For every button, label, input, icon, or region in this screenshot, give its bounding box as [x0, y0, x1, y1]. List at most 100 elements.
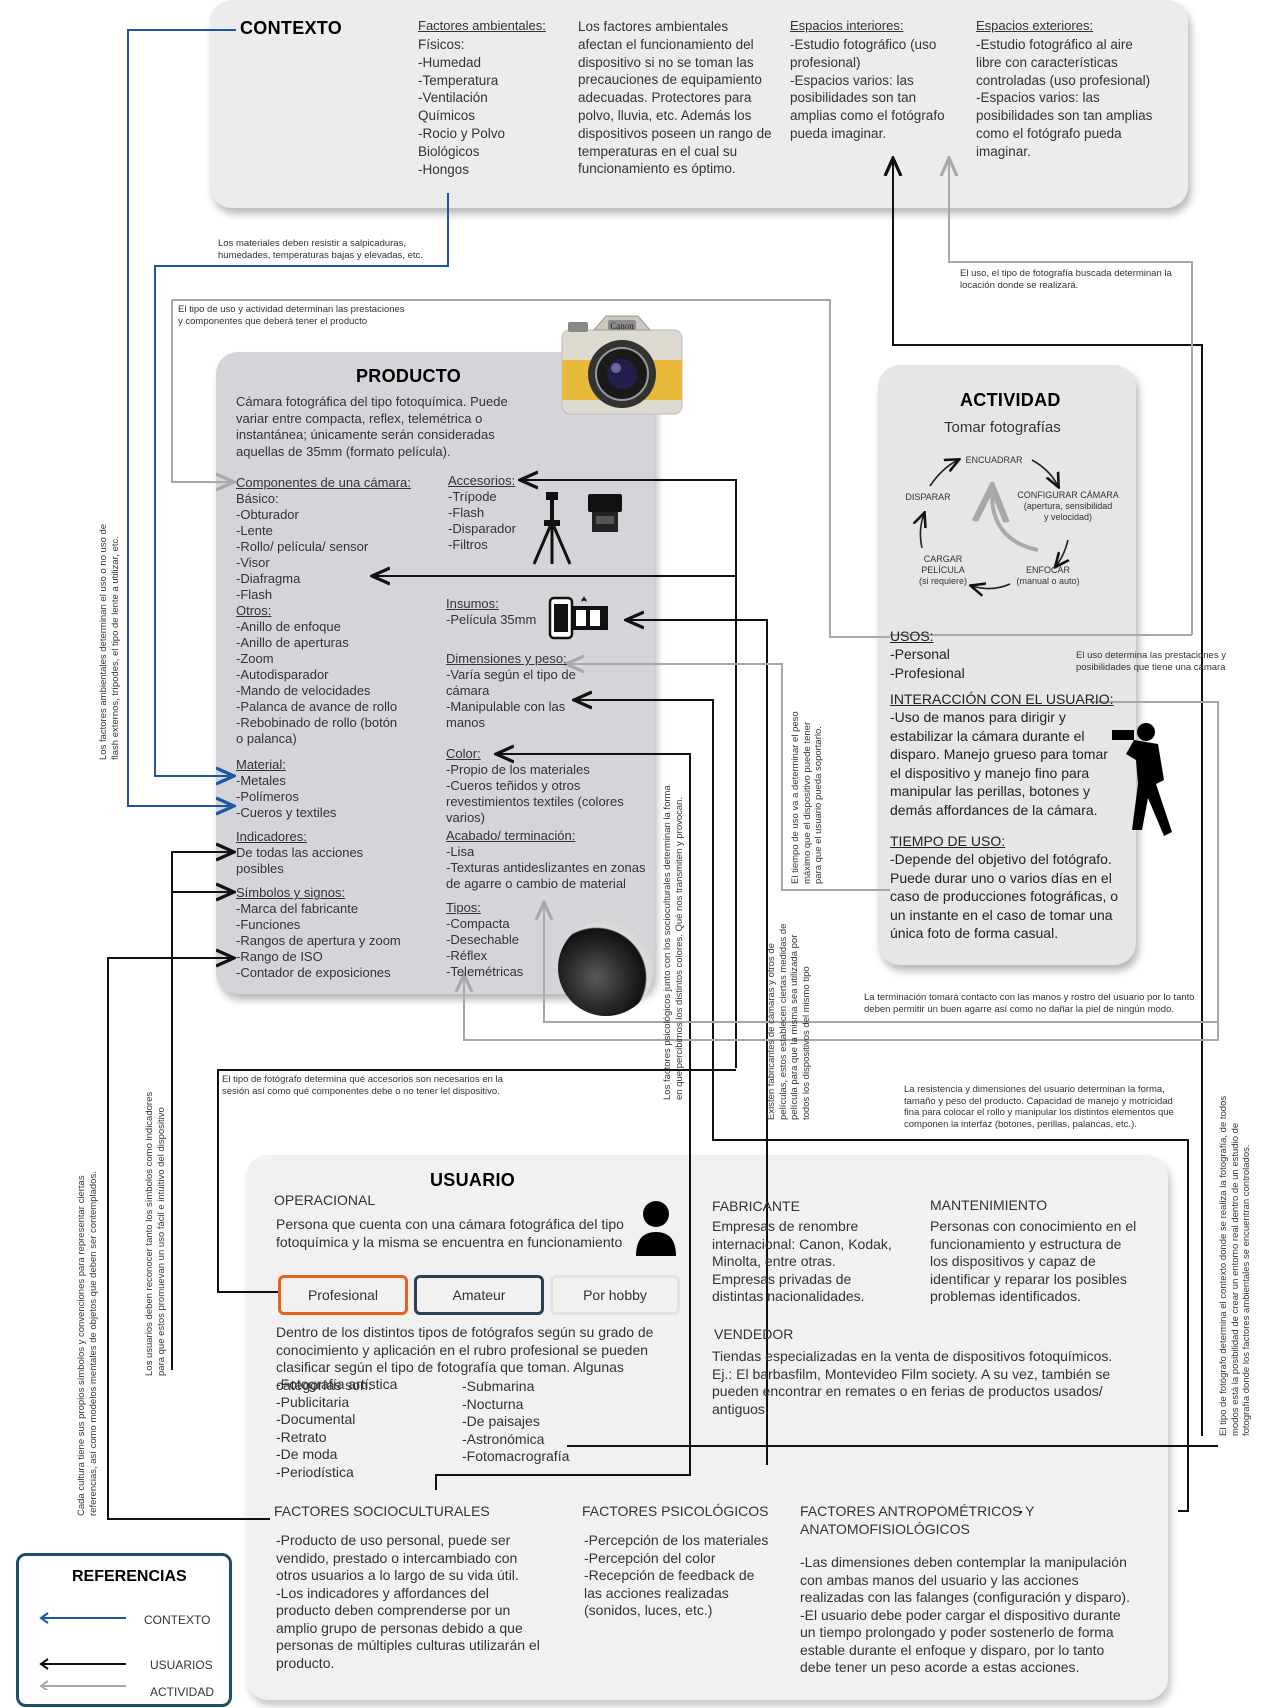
material-heading: Material:: [236, 757, 286, 772]
fabricante-heading: FABRICANTE: [712, 1198, 800, 1214]
annotation-usuarios-deben-vert: Los usuarios deben reconocer tanto los s…: [144, 1091, 167, 1376]
black-line-exteriores: [893, 160, 1203, 1436]
annotation-tiempo-vert: El tiempo de uso va a determinar el peso…: [790, 711, 824, 884]
indicadores-heading: Indicadores:: [236, 829, 307, 844]
mantenimiento-text: Personas con conocimiento en el funciona…: [930, 1218, 1137, 1304]
insumos-heading: Insumos:: [446, 596, 499, 611]
annotation-resistencia: La resistencia y dimensiones del usuario…: [904, 1084, 1174, 1130]
annotation-tipo-uso: El tipo de uso y actividad determinan la…: [178, 304, 405, 327]
black-line-socio-indicadores: [435, 1474, 690, 1490]
tiempo-text: -Depende del objetivo del fotógrafo. Pue…: [890, 851, 1119, 941]
contexto-panel: [210, 0, 1188, 208]
interiores-text: -Estudio fotográfico (uso profesional) -…: [790, 37, 945, 141]
accesorios-heading: Accesorios:: [448, 473, 516, 488]
tiempo-heading: TIEMPO DE USO:: [890, 833, 1006, 849]
cycle-arrow-back: [992, 490, 1039, 552]
photographer-icon: [1112, 723, 1172, 836]
black-line-insumos: [628, 620, 768, 1465]
gray-line-interaccion: [464, 701, 1219, 1041]
annotation-psicologicos-vert: Los factores psicológicos junto con los …: [662, 785, 685, 1100]
psicologicos-heading: FACTORES PSICOLÓGICOS: [582, 1503, 769, 1519]
dimensiones-heading: Dimensiones y peso:: [446, 651, 567, 666]
camera-logo: Canon: [610, 321, 634, 331]
cycle-configurar: CONFIGURAR CÁMARA (apertura, sensibilida…: [1017, 490, 1119, 522]
operacional-heading: OPERACIONAL: [274, 1192, 376, 1208]
actividad-subtitle: Tomar fotografías: [944, 419, 1061, 436]
pill-amateur[interactable]: Amateur: [414, 1275, 544, 1315]
referencias-title: REFERENCIAS: [72, 1568, 187, 1585]
operacional-text: Persona que cuenta con una cámara fotogr…: [276, 1216, 624, 1250]
accesorios-list: -Trípode -Flash -Disparador -Filtros: [448, 489, 516, 552]
black-line-dimensiones: [576, 700, 1189, 1512]
cycle-arrow-2: [1056, 539, 1068, 566]
actividad-title: ACTIVIDAD: [960, 390, 1061, 410]
producto-intro: Cámara fotográfica del tipo fotoquímica.…: [236, 394, 508, 459]
referencia-actividad: ACTIVIDAD: [150, 1685, 215, 1699]
cycle-enfocar: ENFOCAR (manual o auto): [1016, 565, 1080, 586]
referencia-contexto: CONTEXTO: [144, 1613, 211, 1627]
mantenimiento-heading: MANTENIMIENTO: [930, 1197, 1048, 1213]
annotation-materiales: Los materiales deben resistir a salpicad…: [218, 238, 423, 261]
exteriores-heading: Espacios exteriores:: [976, 18, 1094, 33]
antropometricos-text: -Las dimensiones deben contemplar la man…: [800, 1554, 1130, 1675]
interaccion-text: -Uso de manos para dirigir y estabilizar…: [890, 709, 1108, 818]
factores-heading: Factores ambientales:: [418, 18, 546, 33]
annotation-uso-locacion: El uso, el tipo de fotografía buscada de…: [960, 268, 1172, 291]
acabado-heading: Acabado/ terminación:: [446, 828, 576, 843]
factores-list: Físicos: -Humedad -Temperatura -Ventilac…: [418, 37, 506, 177]
black-line-color: [498, 754, 691, 1476]
annotation-cada-cultura-vert: Cada cultura tiene sus propios símbolos …: [76, 1171, 99, 1516]
vendedor-heading: VENDEDOR: [714, 1326, 794, 1342]
annotation-tipo-fotografo-vert: El tipo de fotógrafo determina el contex…: [1218, 1095, 1252, 1436]
contexto-title: CONTEXTO: [240, 18, 343, 38]
blue-line-contexto-material: [127, 29, 236, 806]
pill-por-hobby[interactable]: Por hobby: [550, 1275, 680, 1315]
interiores-heading: Espacios interiores:: [790, 18, 904, 33]
categorias-col2: -Submarina -Nocturna -De paisajes -Astro…: [462, 1378, 570, 1464]
pill-profesional[interactable]: Profesional: [278, 1275, 408, 1315]
actividad-panel: [878, 365, 1136, 965]
basico-list: Básico: -Obturador -Lente -Rollo/ pelícu…: [236, 491, 369, 602]
cycle-arrow-1: [1031, 459, 1058, 486]
color-heading: Color:: [446, 746, 481, 761]
acabado-list: -Lisa -Texturas antideslizantes en zonas…: [446, 844, 646, 891]
cycle-arrow-4: [920, 514, 924, 549]
interaccion-heading: INTERACCIÓN CON EL USUARIO:: [890, 691, 1114, 707]
annotation-tipo-fotografo: El tipo de fotógrafo determina qué acces…: [222, 1074, 503, 1097]
flash-icon: [588, 494, 622, 532]
fabricante-text: Empresas de renombre internacional: Cano…: [712, 1218, 892, 1304]
referencias-arrows: [39, 1612, 126, 1690]
insumos-list: -Película 35mm: [446, 612, 537, 627]
gray-line-componentes: [171, 299, 890, 638]
film-icon: [548, 596, 608, 640]
annotation-terminacion: La terminación tomará contacto con las m…: [864, 992, 1195, 1015]
gray-line-dimensiones: [568, 664, 890, 891]
color-list: -Propio de los materiales -Cueros teñido…: [446, 762, 624, 825]
categorias-intro: Dentro de los distintos tipos de fotógra…: [276, 1324, 654, 1393]
annotation-uso-prestaciones: El uso determina las prestaciones y posi…: [1076, 650, 1226, 673]
otros-list: -Anillo de enfoque -Anillo de aperturas …: [236, 619, 398, 746]
user-icon: [636, 1201, 676, 1256]
camera-icon: Canon: [561, 315, 683, 415]
componentes-heading: Componentes de una cámara:: [236, 475, 411, 490]
simbolos-heading: Símbolos y signos:: [236, 885, 346, 900]
categorias-col1: -Fotografía artística -Publicitaria -Doc…: [276, 1376, 398, 1480]
usos-heading: USOS:: [890, 628, 934, 644]
dimensiones-list: -Varía según el tipo de cámara -Manipula…: [446, 667, 576, 730]
cycle-arrow-3: [972, 584, 1011, 589]
cycle-encuadrar: ENCUADRAR: [965, 455, 1023, 465]
tipos-list: -Compacta -Desechable -Réflex -Telemétri…: [446, 916, 524, 979]
blue-line-factores-material: [154, 193, 449, 776]
black-line-tipo-fotografo: [217, 1069, 736, 1293]
usos-list: -Personal -Profesional: [890, 646, 965, 681]
vendedor-text: Tiendas especializadas en la venta de di…: [712, 1348, 1113, 1417]
psicologicos-text: -Percepción de los materiales -Percepció…: [584, 1532, 769, 1618]
gray-line-interiores: [949, 160, 1193, 635]
cycle-disparar: DISPARAR: [905, 492, 951, 502]
indicadores-text: De todas las acciones posibles: [236, 845, 364, 876]
referencias-box: [16, 1553, 232, 1707]
simbolos-list: -Marca del fabricante -Funciones -Rangos…: [236, 901, 401, 980]
producto-title: PRODUCTO: [356, 366, 462, 386]
usuario-panel: [246, 1155, 1168, 1700]
